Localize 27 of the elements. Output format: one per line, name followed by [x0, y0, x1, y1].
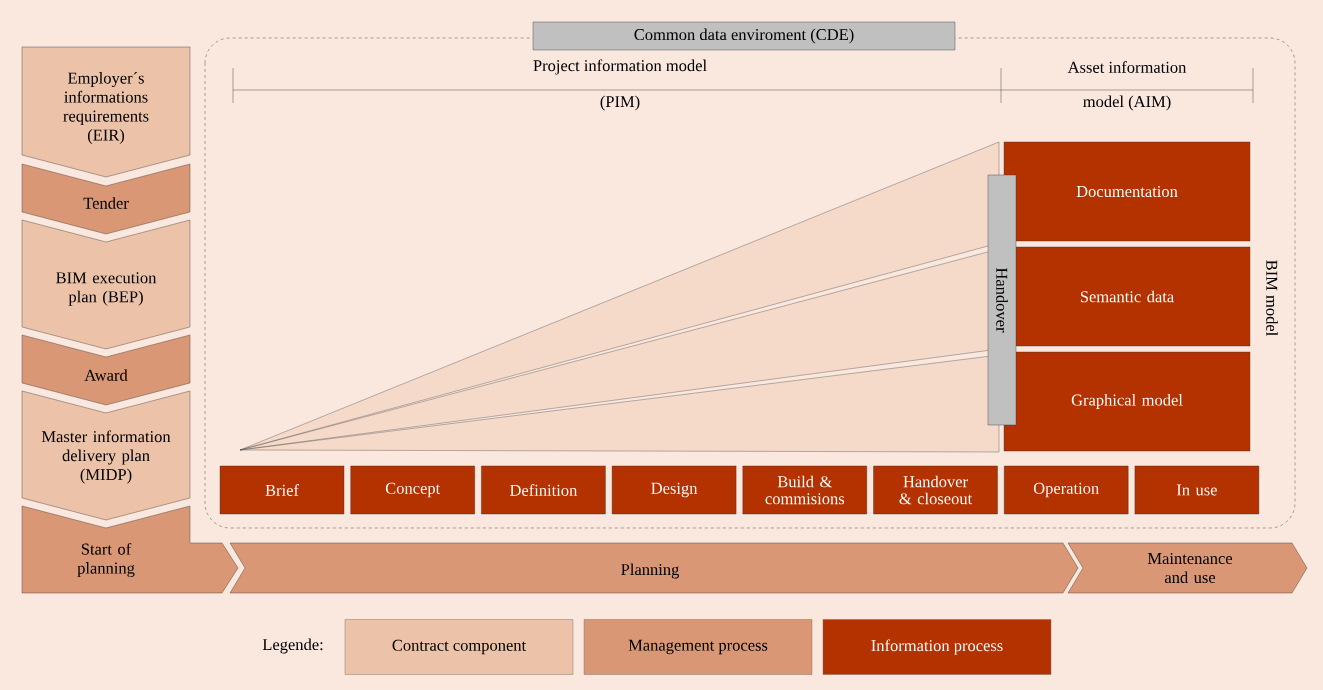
phase-box: Definition: [481, 465, 606, 515]
title-box: Common data enviroment (CDE): [532, 21, 956, 51]
dimension-label: Asset information: [1067, 61, 1187, 73]
chevron-box: Master information delivery plan (MIDP): [21, 390, 191, 521]
phase-box: Build & commisions: [742, 465, 867, 515]
dimension-label: Project information model: [533, 59, 707, 75]
process-band: Planning: [229, 542, 1079, 594]
phase-box: Operation: [1004, 465, 1129, 515]
process-box: Documentation: [1003, 141, 1251, 242]
handover-bar: Handover: [987, 174, 1017, 426]
legend-item: Management process: [583, 619, 813, 675]
legend-item: Information process: [822, 619, 1052, 675]
phase-box: Concept: [350, 465, 475, 515]
phase-box: In use: [1134, 465, 1260, 515]
chevron-box: BIM execution plan (BEP): [21, 219, 191, 350]
dimension-label: model (AIM): [1083, 95, 1171, 111]
phase-box: Handover & closeout: [873, 465, 998, 515]
phase-box: Design: [611, 465, 737, 515]
dimension-label: (PIM): [600, 95, 640, 111]
side-label: BIM model: [1266, 260, 1278, 336]
legend-item: Contract component: [344, 619, 574, 675]
chevron-box: Tender: [21, 163, 191, 235]
chevron-box: Award: [21, 334, 191, 406]
chevron-box: Employer´s informations requirements (EIR): [21, 46, 191, 178]
legend-title: Legende:: [262, 638, 323, 654]
phase-box: Brief: [219, 465, 345, 515]
process-box: Graphical model: [1003, 351, 1251, 452]
